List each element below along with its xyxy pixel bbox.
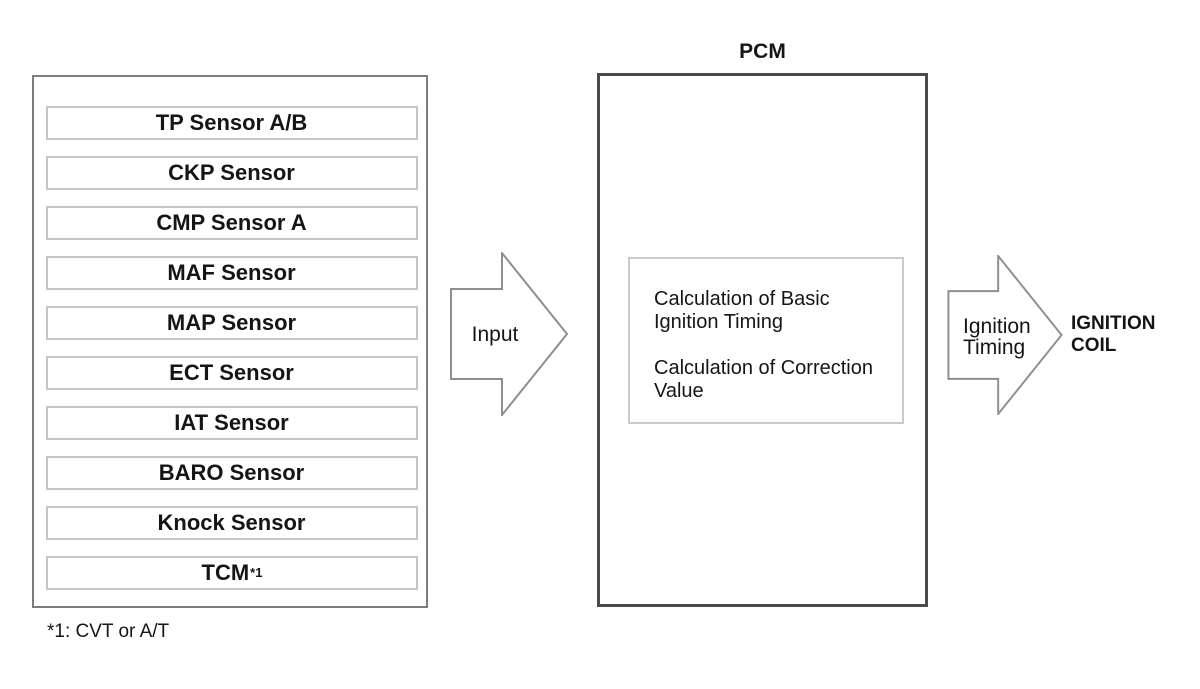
sensor-label: MAF Sensor	[167, 260, 296, 285]
calculation-box: Calculation of Basic Ignition Timing Cal…	[628, 257, 904, 424]
sensor-label: Knock Sensor	[157, 510, 306, 535]
sensor-box-tcm: TCM*1	[46, 556, 418, 590]
sensor-box-ect: ECT Sensor	[46, 356, 418, 390]
calculation-item-correction-value: Calculation of Correction Value	[654, 357, 873, 402]
sensor-label: TCM	[201, 560, 250, 585]
pcm-title: PCM	[739, 40, 786, 63]
sensor-box-map: MAP Sensor	[46, 306, 418, 340]
sensor-label: BARO Sensor	[158, 460, 305, 485]
sensor-box-ckp: CKP Sensor	[46, 156, 418, 190]
sensor-box-baro: BARO Sensor	[46, 456, 418, 490]
sensor-label: ECT Sensor	[169, 360, 294, 385]
ignition-coil-label: IGNITION COIL	[1071, 313, 1156, 356]
input-arrow-label: Input	[471, 323, 519, 346]
output-arrow-label: Ignition Timing	[963, 315, 1031, 359]
sensor-box-cmp: CMP Sensor A	[46, 206, 418, 240]
calculation-item-basic-timing: Calculation of Basic Ignition Timing	[654, 288, 830, 333]
sensor-input-panel: TP Sensor A/B CKP Sensor CMP Sensor A MA…	[32, 75, 428, 608]
pcm-box: Calculation of Basic Ignition Timing Cal…	[597, 73, 928, 607]
sensor-label: IAT Sensor	[174, 410, 289, 435]
sensor-label: TP Sensor A/B	[155, 110, 308, 135]
sensor-box-iat: IAT Sensor	[46, 406, 418, 440]
sensor-label: MAP Sensor	[166, 310, 297, 335]
output-arrow-icon	[947, 255, 1063, 415]
input-arrow-icon	[450, 252, 568, 416]
sensor-box-maf: MAF Sensor	[46, 256, 418, 290]
sensor-label: CKP Sensor	[168, 160, 295, 185]
sensor-label: CMP Sensor A	[156, 210, 307, 235]
sensor-box-tp: TP Sensor A/B	[46, 106, 418, 140]
footnote: *1: CVT or A/T	[47, 621, 170, 642]
sensor-box-knock: Knock Sensor	[46, 506, 418, 540]
